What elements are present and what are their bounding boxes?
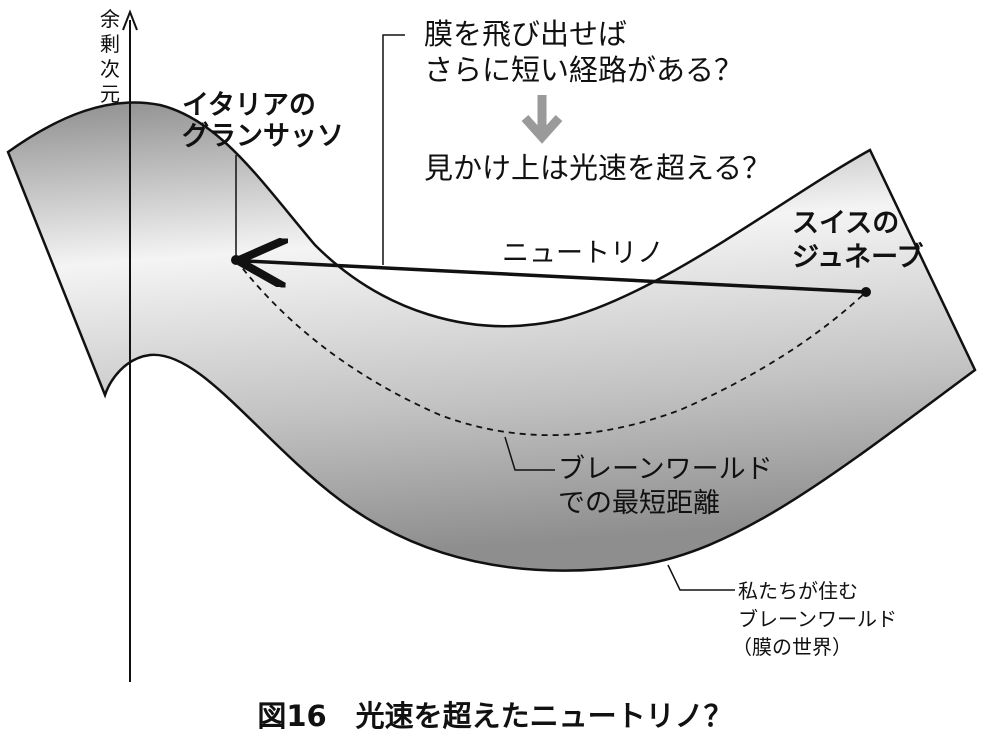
italy-label-line-2: グランサッソ [182,120,344,152]
world-leader-line [667,564,735,591]
question-line-1: 膜を飛び出せば [424,17,627,51]
down-arrow-icon [521,95,563,144]
brane-world-sheet [6,101,977,572]
figure-caption: 図16 光速を超えたニュートリノ？ [257,699,732,733]
world-label-line-1: 私たちが住む [738,579,858,603]
geneva-label-line-1: スイスの [792,208,899,239]
geneva-point [861,287,871,297]
question-line-2: さらに短い経路がある？ [424,53,743,87]
axis-label-char: 次 [100,57,120,81]
axis-label-char: 元 [100,82,120,106]
shortest-label-line-1: ブレーンワールド [558,454,773,485]
gran-sasso-point [231,255,241,265]
question-leader-line [382,34,405,265]
brane-shortest-path [235,259,867,437]
world-label-line-3: （膜の世界） [732,635,852,659]
world-label-line-2: ブレーンワールド [738,607,897,631]
italy-label-line-1: イタリアの [182,90,316,121]
conclusion-text: 見かけ上は光速を超える？ [424,151,771,185]
geneva-label-line-2: ジュネーブ [792,241,924,273]
shortest-label-line-2: での最短距離 [558,488,720,519]
axis-label-char: 余 [100,7,120,31]
axis-label-char: 剰 [100,32,120,56]
neutrino-label: ニュートリノ [502,238,664,269]
neutrino-path [246,261,867,294]
axis-arrow-tip [122,9,138,31]
shortest-leader-line [504,436,555,471]
